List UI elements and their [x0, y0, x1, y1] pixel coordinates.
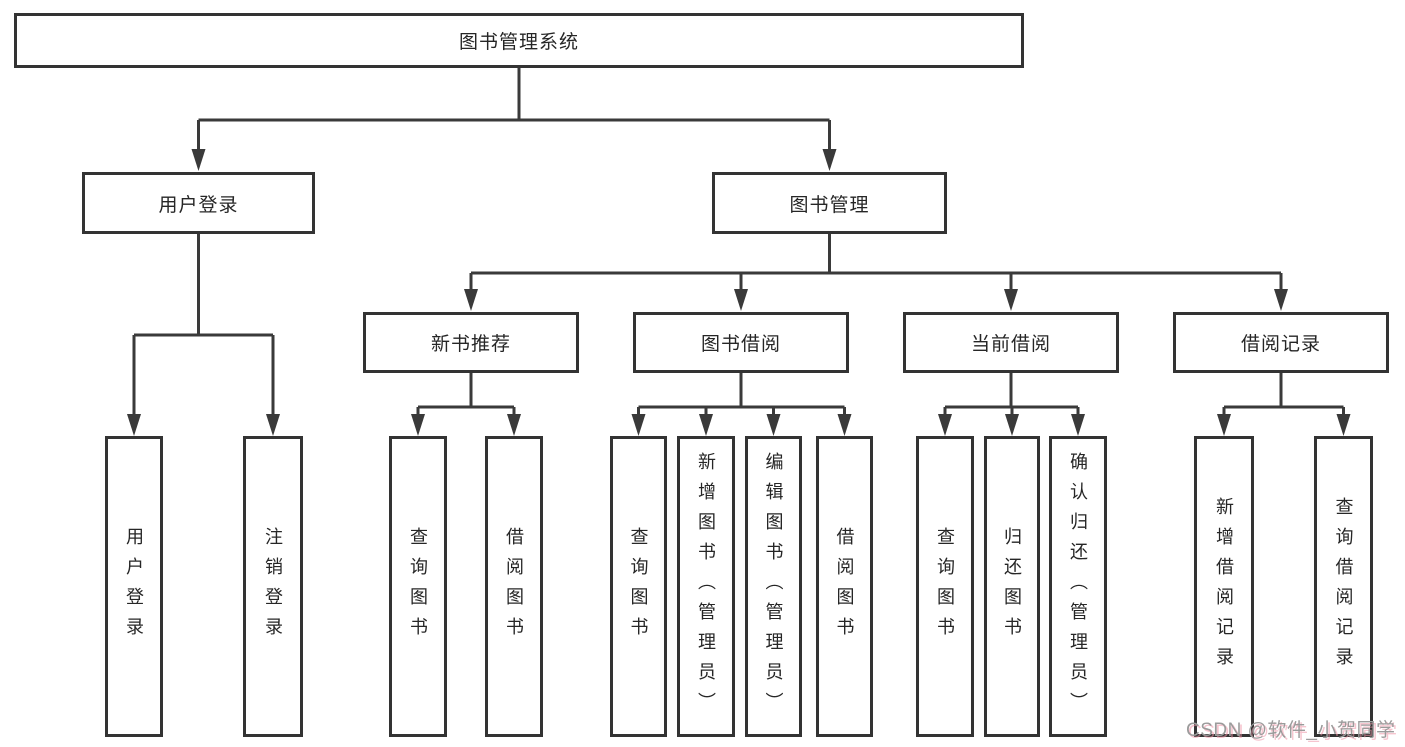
leaf-add-borrow-record: 新增借阅记录 [1194, 436, 1254, 737]
node-label: 用户登录 [158, 194, 239, 216]
arrowheads-records-to-leaves [1217, 414, 1351, 436]
node-book-management: 图书管理 [712, 172, 947, 234]
node-label: 新增图书（管理员） [696, 451, 716, 722]
node-book-borrowing: 图书借阅 [633, 312, 849, 373]
node-label: 归还图书 [1002, 526, 1022, 647]
leaf-query-books-borrow: 查询图书 [610, 436, 667, 737]
node-label: 图书借阅 [700, 334, 781, 355]
leaf-edit-books-admin: 编辑图书（管理员） [745, 436, 802, 737]
node-label: 借阅图书 [834, 526, 855, 647]
node-label: 确认归还（管理员） [1068, 451, 1088, 722]
arrowheads-recommendation-to-leaves [411, 414, 521, 436]
node-label: 当前借阅 [970, 334, 1051, 355]
node-label: 图书管理系统 [458, 32, 579, 53]
node-new-book-recommendation: 新书推荐 [363, 312, 579, 373]
leaf-query-borrow-record: 查询借阅记录 [1314, 436, 1373, 737]
node-label: 编辑图书（管理员） [763, 451, 784, 722]
leaf-borrow-books: 借阅图书 [816, 436, 873, 737]
node-current-borrowing: 当前借阅 [903, 312, 1119, 373]
node-label: 借阅图书 [504, 526, 524, 647]
watermark-text: CSDN @软件_小贺同学 [1186, 720, 1396, 741]
leaf-logout: 注销登录 [243, 436, 303, 737]
node-label: 图书管理 [789, 194, 870, 216]
leaf-confirm-return-admin: 确认归还（管理员） [1049, 436, 1107, 737]
node-label: 查询借阅记录 [1333, 496, 1354, 677]
leaf-borrow-books-recommend: 借阅图书 [485, 436, 543, 737]
node-user-login: 用户登录 [82, 172, 315, 234]
leaf-add-books-admin: 新增图书（管理员） [677, 436, 735, 737]
leaf-user-login: 用户登录 [105, 436, 163, 737]
node-label: 用户登录 [124, 526, 144, 647]
node-label: 查询图书 [408, 526, 428, 647]
node-label: 新书推荐 [430, 334, 511, 355]
node-label: 查询图书 [935, 526, 955, 647]
node-borrowing-records: 借阅记录 [1173, 312, 1389, 373]
node-label: 借阅记录 [1240, 334, 1321, 355]
arrowheads-borrowing-to-leaves [631, 414, 852, 436]
connector-borrowing-to-leaves [637, 373, 846, 416]
leaf-return-books: 归还图书 [984, 436, 1040, 737]
connector-user-login-to-leaves [132, 234, 275, 416]
node-label: 注销登录 [263, 526, 283, 647]
arrowheads-book-management-to-level3 [464, 289, 1288, 311]
node-label: 新增借阅记录 [1214, 496, 1234, 677]
leaf-query-books-recommend: 查询图书 [389, 436, 447, 737]
leaf-query-books-current: 查询图书 [916, 436, 974, 737]
arrowheads-user-login-to-leaves [127, 414, 280, 436]
node-library-management-system: 图书管理系统 [14, 13, 1024, 68]
connector-current-borrowing-to-leaves [943, 373, 1080, 416]
node-label: 查询图书 [628, 526, 649, 647]
connector-root-to-level2 [197, 66, 831, 152]
connector-book-management-to-level3 [469, 234, 1283, 293]
arrowheads-current-borrowing-to-leaves [938, 414, 1085, 436]
arrowheads-root-to-level2 [191, 149, 837, 171]
connector-records-to-leaves [1222, 373, 1345, 416]
connector-recommendation-to-leaves [416, 373, 516, 416]
